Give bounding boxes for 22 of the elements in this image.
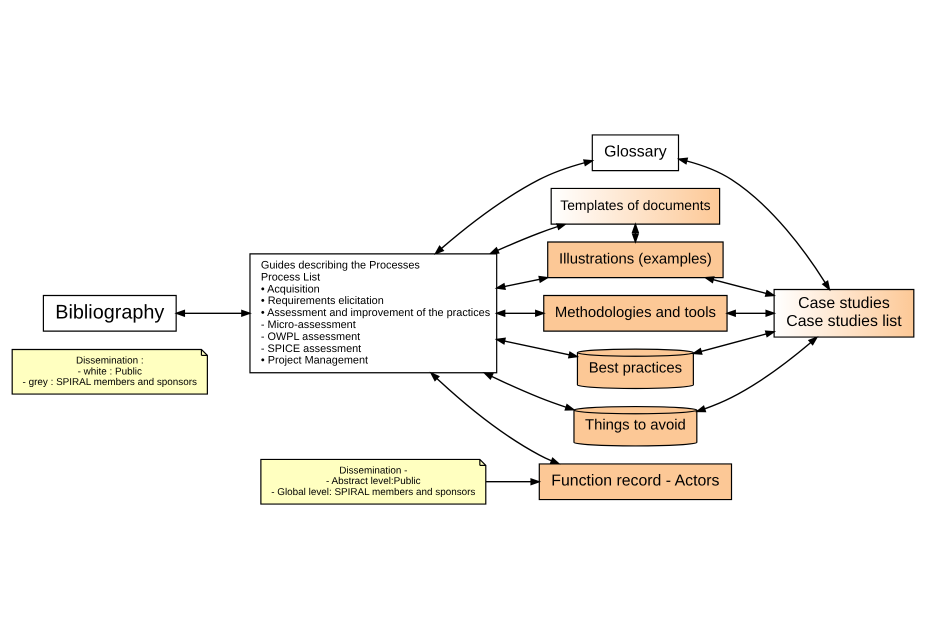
arrow: [174, 310, 252, 318]
arrow: [494, 338, 580, 358]
arrow: [494, 276, 550, 290]
arrow: [703, 276, 776, 297]
node-box: Bibliography: [42, 294, 177, 332]
node-box: Illustrations (examples): [547, 241, 724, 278]
arrow: [725, 310, 776, 318]
node-box: Glossary: [592, 134, 680, 172]
arrow: [676, 157, 831, 292]
arrow: [488, 223, 568, 255]
arrow: [632, 222, 640, 244]
arrow: [494, 310, 546, 318]
node-box: Methodologies and tools: [543, 294, 728, 332]
arrow: [482, 372, 576, 411]
arrow: [691, 330, 776, 355]
node-box: Templates of documents: [550, 188, 720, 225]
node-box: Guides describing the Processes Process List • Acquisition • Requirements elicitation • Assessment and improvement of the practices - Micro-assessment - OWPL assessment - SPICE assessment • Project Management: [249, 253, 498, 374]
arrow: [486, 478, 542, 486]
arrow: [695, 336, 818, 412]
node-box: Function record - Actors: [538, 463, 732, 500]
node-box: Case studies Case studies list: [774, 288, 914, 338]
arrow: [434, 159, 594, 256]
